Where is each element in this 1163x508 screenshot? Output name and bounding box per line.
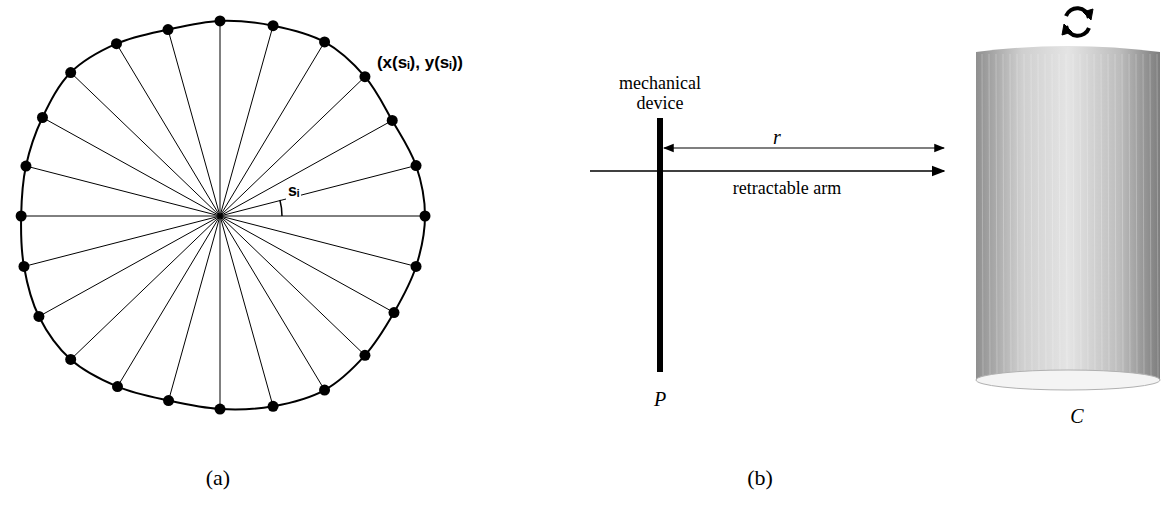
sample-dot — [268, 20, 279, 31]
shade-stripe — [1073, 54, 1074, 378]
sample-dot — [33, 311, 44, 322]
point-label: P — [654, 388, 666, 411]
radial-line — [220, 216, 365, 355]
sample-dot — [112, 381, 123, 392]
radial-line — [220, 216, 394, 313]
point-label: (x(sᵢ), y(sᵢ)) — [375, 53, 465, 73]
shade-stripe — [982, 54, 983, 378]
contour-figure — [16, 15, 431, 414]
radial-line — [169, 216, 220, 401]
sample-dot — [411, 261, 422, 272]
radial-line — [39, 216, 220, 316]
shade-stripe — [1101, 54, 1102, 378]
sample-dot — [420, 211, 431, 222]
sample-dot — [16, 211, 27, 222]
shade-stripe — [1031, 54, 1032, 378]
sample-dot — [411, 160, 422, 171]
sample-dot — [215, 404, 226, 415]
angle-label: sᵢ — [286, 182, 301, 200]
arm-label: retractable arm — [733, 178, 841, 199]
radial-line — [71, 73, 220, 216]
radial-line — [168, 30, 220, 216]
shade-stripe — [1136, 54, 1137, 378]
shade-stripe — [989, 54, 990, 378]
radial-line — [220, 216, 221, 409]
arm-arrow — [590, 170, 944, 172]
shade-stripe — [1143, 54, 1144, 378]
radial-line — [24, 216, 220, 266]
shade-stripe — [1087, 54, 1088, 378]
sample-dot — [65, 354, 76, 365]
radial-line — [220, 216, 325, 390]
radial-line — [71, 216, 220, 359]
radial-line — [220, 120, 392, 216]
sample-dot — [163, 24, 174, 35]
sample-dot — [111, 38, 122, 49]
shade-stripe — [1122, 54, 1123, 378]
distance-label: r — [773, 126, 781, 149]
radial-line — [220, 216, 273, 406]
shade-stripe — [1115, 54, 1116, 378]
sample-dot — [37, 112, 48, 123]
radial-line — [220, 77, 365, 216]
device-bar — [657, 118, 663, 372]
distance-arrow — [664, 147, 944, 148]
radial-line — [220, 216, 425, 217]
panel-caption: (b) — [747, 465, 773, 490]
cylinder — [976, 46, 1160, 390]
shade-stripe — [1094, 54, 1095, 378]
angle-arc — [280, 200, 282, 216]
rotation-icon — [1062, 8, 1093, 35]
radial-line — [42, 118, 220, 217]
sample-dot — [319, 36, 330, 47]
radial-line — [118, 216, 221, 387]
sample-dot — [20, 161, 31, 172]
radial-line — [220, 26, 273, 216]
shade-stripe — [1157, 54, 1158, 378]
sample-dot — [268, 401, 279, 412]
sample-dot — [215, 15, 226, 26]
sample-dot — [163, 395, 174, 406]
shade-stripe — [1045, 54, 1046, 378]
shade-stripe — [1010, 54, 1011, 378]
radial-line — [26, 166, 220, 216]
panel-caption: (a) — [206, 465, 230, 490]
radial-line — [220, 42, 325, 216]
shade-stripe — [1150, 54, 1151, 378]
shade-stripe — [1052, 54, 1053, 378]
shade-stripe — [1017, 54, 1018, 378]
device-label: mechanical device — [615, 73, 705, 114]
radial-line — [116, 44, 220, 216]
cylinder-label: C — [1070, 405, 1083, 428]
shade-stripe — [996, 54, 997, 378]
radial-line — [220, 21, 221, 216]
sample-dot — [18, 261, 29, 272]
sample-dot — [388, 307, 399, 318]
shade-stripe — [1024, 54, 1025, 378]
radial-line — [220, 216, 416, 266]
sample-dot — [65, 67, 76, 78]
shade-stripe — [1066, 54, 1067, 378]
shade-stripe — [1003, 54, 1004, 378]
radial-line — [21, 216, 220, 217]
sample-dot — [387, 115, 398, 126]
sample-dot — [319, 385, 330, 396]
shade-stripe — [1059, 54, 1060, 378]
radial-line — [220, 166, 416, 216]
shade-stripe — [1080, 54, 1081, 378]
sample-dot — [359, 350, 370, 361]
shade-stripe — [1129, 54, 1130, 378]
shade-stripe — [1108, 54, 1109, 378]
sample-dot — [359, 71, 370, 82]
shade-stripe — [1038, 54, 1039, 378]
contour — [21, 21, 425, 410]
